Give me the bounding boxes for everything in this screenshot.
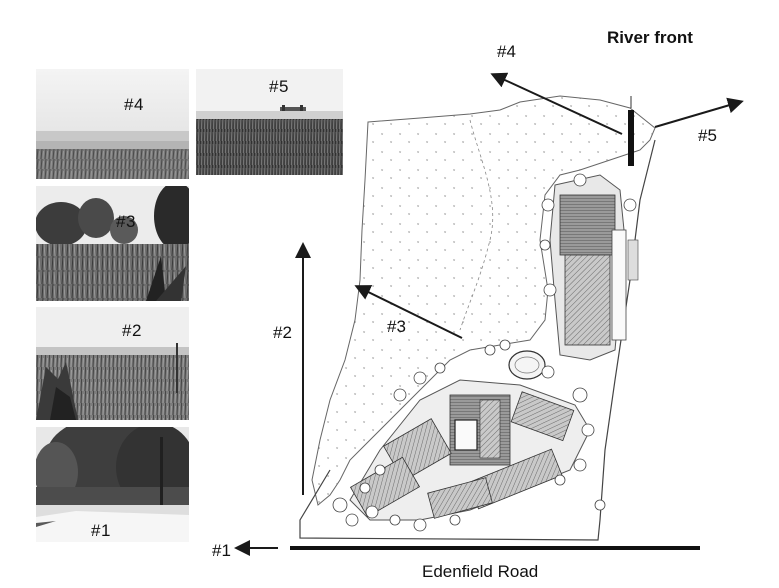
- north-building: [549, 174, 639, 361]
- arrow-3: [354, 285, 463, 339]
- photo-3: #3: [36, 186, 189, 301]
- photo-3-image: [36, 186, 189, 301]
- dock: [628, 110, 634, 166]
- photo-5: #5: [196, 69, 343, 175]
- photo-2-image: [36, 307, 189, 420]
- photo-1-label: #1: [91, 521, 111, 540]
- photo-2-label: #2: [122, 321, 142, 340]
- view-marker-5: #5: [698, 126, 717, 145]
- arrow-4: [490, 72, 623, 135]
- photo-4: #4: [36, 69, 189, 179]
- photo-1-image: [36, 427, 189, 542]
- view-marker-2: #2: [273, 323, 292, 342]
- photo-2: #2: [36, 307, 189, 420]
- view-marker-3: #3: [387, 317, 406, 336]
- photo-4-label: #4: [124, 95, 144, 114]
- photo-4-image: [36, 69, 189, 179]
- photo-5-image: [196, 69, 343, 175]
- river-front-title: River front: [607, 28, 693, 47]
- photo-5-label: #5: [269, 77, 289, 96]
- road-name: Edenfield Road: [422, 562, 539, 581]
- trees: [332, 173, 637, 532]
- photo-3-label: #3: [116, 212, 136, 231]
- pond: [508, 350, 546, 380]
- photo-1: #1: [36, 427, 189, 542]
- view-marker-1: #1: [212, 541, 231, 560]
- arrow-5: [654, 97, 744, 128]
- south-building-cluster: [349, 379, 591, 521]
- contour-line: [459, 119, 494, 331]
- view-marker-4: #4: [497, 42, 516, 61]
